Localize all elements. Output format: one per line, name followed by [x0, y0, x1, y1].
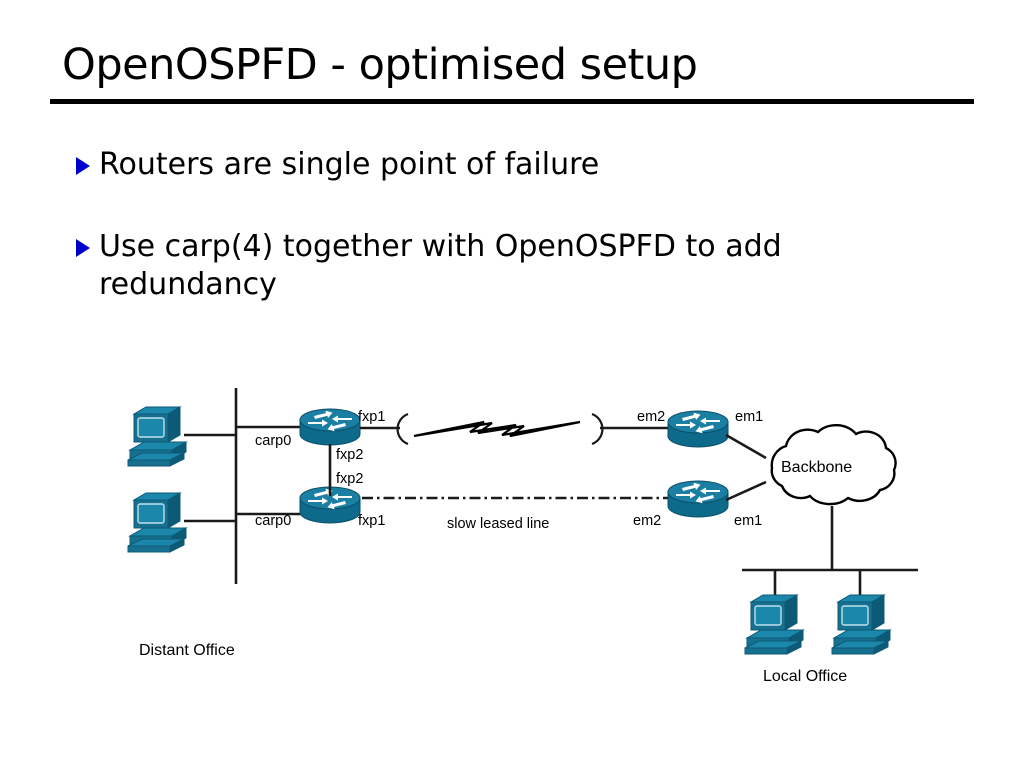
- router-local-bottom: [667, 480, 729, 518]
- pc-distant-bottom: [127, 492, 187, 553]
- router-distant-top: [299, 408, 361, 446]
- label-slow-leased-line: slow leased line: [447, 516, 549, 532]
- label-carp0-top: carp0: [255, 433, 291, 449]
- bullet-list: Routers are single point of failure Use …: [76, 146, 956, 348]
- label-em1-top: em1: [735, 409, 763, 425]
- link-router-top-to-cloud: [725, 433, 767, 460]
- serial-bracket-left: [396, 412, 409, 446]
- label-em2-top: em2: [637, 409, 665, 425]
- label-backbone: Backbone: [781, 459, 852, 476]
- label-fxp1-bottom: fxp1: [358, 513, 385, 529]
- label-em2-bottom: em2: [633, 513, 661, 529]
- title-block: OpenOSPFD - optimised setup: [62, 40, 974, 90]
- pc-local-right: [831, 594, 891, 655]
- label-fxp2-bottom: fxp2: [336, 471, 363, 487]
- network-diagram: carp0 carp0 fxp1 fxp2 fxp2 fxp1 slow lea…: [0, 360, 1024, 720]
- pc-distant-top: [127, 406, 187, 467]
- list-item: Routers are single point of failure: [76, 146, 956, 184]
- link-router-bottom-to-cloud: [725, 480, 767, 502]
- page-title: OpenOSPFD - optimised setup: [62, 40, 698, 90]
- bullet-text: Routers are single point of failure: [99, 147, 600, 182]
- label-em1-bottom: em1: [734, 513, 762, 529]
- bullet-text: Use carp(4) together with OpenOSPFD to a…: [99, 229, 782, 302]
- backbone-cloud: Backbone: [770, 423, 897, 506]
- pc-local-left: [744, 594, 804, 655]
- label-distant-office: Distant Office: [139, 642, 235, 659]
- router-local-top: [667, 410, 729, 448]
- triangle-bullet-icon: [76, 157, 90, 175]
- title-divider: [50, 99, 974, 104]
- triangle-bullet-icon: [76, 239, 90, 257]
- label-local-office: Local Office: [763, 668, 847, 685]
- label-fxp2-top: fxp2: [336, 447, 363, 463]
- wan-serial-link: [413, 420, 581, 438]
- label-carp0-bottom: carp0: [255, 513, 291, 529]
- list-item: Use carp(4) together with OpenOSPFD to a…: [76, 228, 956, 304]
- label-fxp1-top: fxp1: [358, 409, 385, 425]
